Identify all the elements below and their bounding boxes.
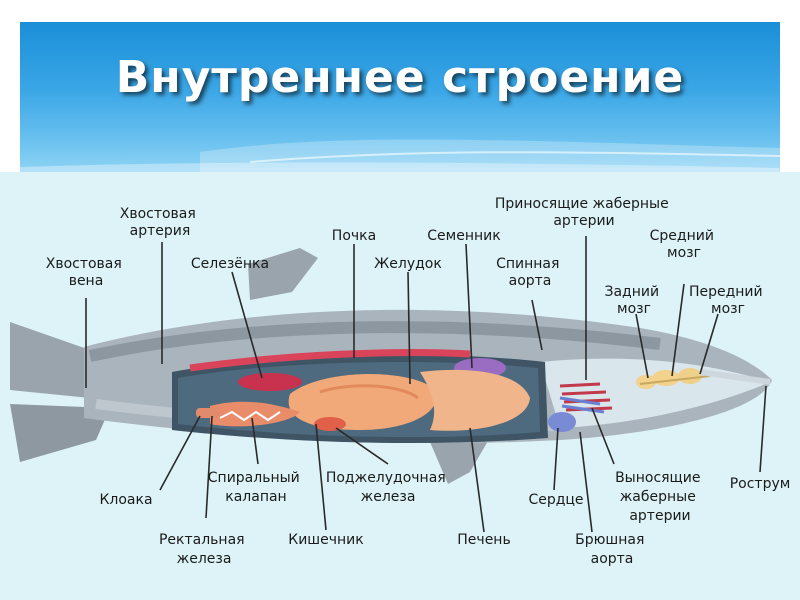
midbrain-organ bbox=[652, 370, 680, 386]
label-efferent-gill-arteries: Выносящие жаберные артерии bbox=[615, 470, 705, 524]
label-liver: Печень bbox=[457, 532, 510, 548]
label-rostrum: Рострум bbox=[730, 476, 791, 492]
hindbrain-organ bbox=[636, 375, 656, 389]
tail-fin-lower bbox=[10, 404, 110, 462]
slide-header: Внутреннее строение bbox=[20, 22, 780, 172]
heart-organ bbox=[548, 412, 576, 432]
label-pancreas: Поджелудочная железа bbox=[326, 470, 450, 505]
rostrum-organ bbox=[699, 369, 771, 385]
labels: Хвостовая артерия Хвостовая вена Селезён… bbox=[46, 196, 791, 567]
label-rectal-gland: Ректальная железа bbox=[159, 532, 249, 567]
pancreas-organ bbox=[314, 417, 346, 431]
stomach-organ bbox=[288, 374, 437, 430]
shark-anatomy-figure: Хвостовая артерия Хвостовая вена Селезён… bbox=[10, 196, 791, 567]
ventral-fin bbox=[430, 434, 492, 484]
organs bbox=[189, 349, 771, 432]
label-testis: Семенник bbox=[427, 228, 500, 244]
label-cloaca: Клоака bbox=[99, 492, 152, 508]
label-stomach: Желудок bbox=[374, 256, 442, 272]
label-heart: Сердце bbox=[528, 492, 583, 508]
slide-title: Внутреннее строение bbox=[115, 52, 685, 103]
label-tail-vein: Хвостовая вена bbox=[46, 256, 127, 289]
header-wave-decoration bbox=[20, 139, 780, 172]
rectal-gland-organ bbox=[196, 408, 220, 418]
label-dorsal-aorta: Спинная аорта bbox=[496, 256, 564, 289]
label-hindbrain: Задний мозг bbox=[604, 284, 663, 317]
kidney-organ bbox=[189, 349, 471, 372]
label-intestine: Кишечник bbox=[288, 532, 363, 548]
label-midbrain: Средний мозг bbox=[650, 228, 719, 261]
shark-anatomy-diagram: Хвостовая артерия Хвостовая вена Селезён… bbox=[0, 172, 800, 600]
label-spleen: Селезёнка bbox=[191, 256, 269, 272]
spleen-organ bbox=[238, 373, 302, 391]
dorsal-fin bbox=[248, 248, 318, 300]
label-ventral-aorta: Брюшная аорта bbox=[575, 532, 649, 567]
liver-organ bbox=[420, 369, 530, 431]
label-spiral-valve: Спиральный калапан bbox=[208, 470, 304, 505]
gill-arteries bbox=[559, 382, 613, 412]
label-tail-artery: Хвостовая артерия bbox=[120, 206, 201, 239]
forebrain-organ bbox=[678, 368, 702, 384]
intestine-organ bbox=[210, 401, 300, 427]
label-afferent-gill-arteries: Приносящие жаберные артерии bbox=[495, 196, 673, 229]
label-kidney: Почка bbox=[332, 228, 376, 244]
leader-lines bbox=[85, 236, 767, 533]
label-forebrain: Передний мозг bbox=[689, 284, 767, 317]
